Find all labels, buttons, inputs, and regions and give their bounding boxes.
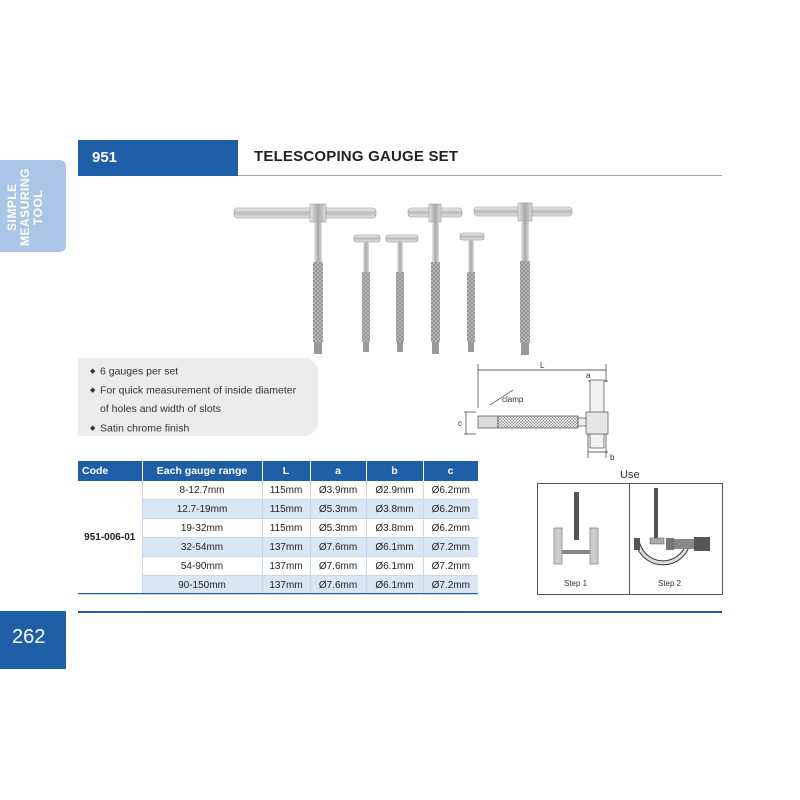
feature-item: ◆6 gauges per set bbox=[90, 362, 318, 381]
table-bottom-rule bbox=[78, 593, 478, 594]
dimension-diagram: L a c b clamp bbox=[458, 362, 615, 462]
gauge-4 bbox=[407, 203, 463, 354]
use-divider bbox=[629, 484, 630, 594]
features-panel: ◆6 gauges per set ◆For quick measurement… bbox=[78, 358, 318, 436]
gauge-3 bbox=[385, 234, 419, 352]
page-number: 262 bbox=[12, 626, 46, 648]
use-illustrations: Step 1 Step 2 bbox=[553, 488, 710, 588]
step2-label: Step 2 bbox=[658, 579, 682, 588]
step1-illustration bbox=[553, 492, 599, 565]
product-code: 951 bbox=[92, 149, 118, 166]
page-number-box: 262 bbox=[0, 611, 66, 669]
bullet-icon: ◆ bbox=[90, 368, 96, 375]
product-photo bbox=[233, 202, 573, 355]
table-row: 90-150mm 137mm Ø7.6mm Ø6.1mm Ø7.2mm bbox=[78, 575, 478, 595]
table-row: 54-90mm 137mm Ø7.6mm Ø6.1mm Ø7.2mm bbox=[78, 556, 478, 576]
gauge-6 bbox=[473, 202, 573, 355]
step2-illustration bbox=[634, 488, 710, 566]
header-divider bbox=[238, 175, 722, 176]
bullet-icon: ◆ bbox=[90, 425, 96, 432]
side-tab-label: SIMPLE MEASURING TOOL bbox=[5, 168, 45, 246]
col-a: a bbox=[310, 461, 367, 481]
feature-item: ◆Satin chrome finish bbox=[90, 419, 318, 438]
feature-item: ◆For quick measurement of inside diamete… bbox=[90, 381, 318, 400]
table-row: 19-32mm 115mm Ø5.3mm Ø3.8mm Ø6.2mm bbox=[78, 518, 478, 538]
spec-table: Code Each gauge range L a b c 951-006-01… bbox=[78, 461, 479, 595]
side-tab bbox=[0, 160, 66, 252]
dim-c: c bbox=[458, 419, 462, 428]
use-label: Use bbox=[620, 469, 640, 481]
product-code-banner: 951 bbox=[78, 140, 238, 176]
gauge-1 bbox=[233, 203, 377, 354]
banner-arrow bbox=[220, 140, 238, 176]
bullet-icon: ◆ bbox=[90, 387, 96, 394]
dim-L: L bbox=[540, 362, 545, 370]
gauge-5 bbox=[459, 232, 485, 352]
dim-b: b bbox=[610, 453, 615, 462]
col-code: Code bbox=[78, 461, 143, 481]
table-row: 32-54mm 137mm Ø7.6mm Ø6.1mm Ø7.2mm bbox=[78, 537, 478, 557]
table-row: 951-006-01 8-12.7mm 115mm Ø3.9mm Ø2.9mm … bbox=[78, 481, 478, 595]
feature-item: of holes and width of slots bbox=[100, 403, 221, 415]
col-b: b bbox=[366, 461, 424, 481]
col-range: Each gauge range bbox=[142, 461, 263, 481]
page-title: TELESCOPING GAUGE SET bbox=[254, 148, 459, 165]
table-header-row: Code Each gauge range L a b c bbox=[78, 461, 479, 481]
footer-rule bbox=[78, 611, 722, 613]
dim-clamp: clamp bbox=[502, 395, 524, 404]
item-code: 951-006-01 bbox=[78, 481, 142, 595]
table-row: 12.7-19mm 115mm Ø5.3mm Ø3.8mm Ø6.2mm bbox=[78, 499, 478, 519]
col-L: L bbox=[262, 461, 311, 481]
gauge-2 bbox=[353, 234, 381, 352]
step1-label: Step 1 bbox=[564, 579, 588, 588]
dim-a: a bbox=[586, 371, 591, 380]
col-c: c bbox=[423, 461, 479, 481]
